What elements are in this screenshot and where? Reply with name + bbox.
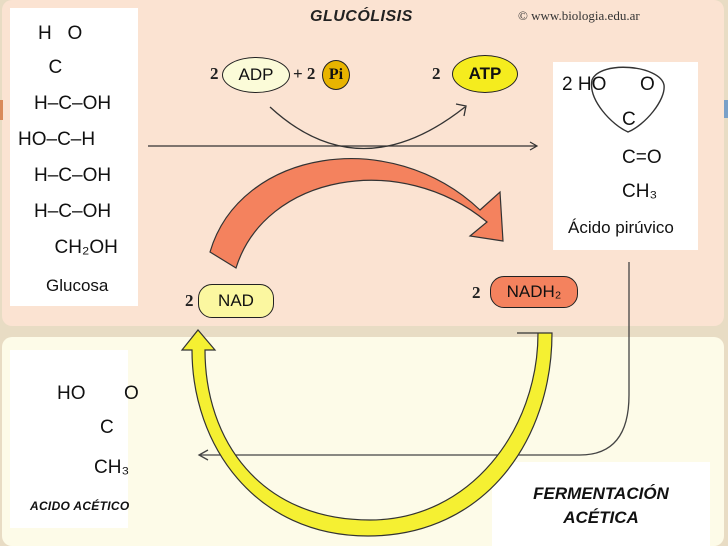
glucose-row-7: CH₂OH [44, 237, 118, 258]
atp-curve-arrow [269, 106, 466, 150]
pyruvic-c: C [622, 109, 636, 130]
glucose-row-1: H O [38, 23, 83, 44]
copyright: © www.biologia.edu.ar [518, 8, 640, 23]
atp-coefficient: 2 [432, 64, 441, 83]
side-tab-left [0, 100, 3, 120]
pyruvic-acid-box [553, 62, 698, 250]
glucose-row-6: H–C–OH [34, 201, 112, 222]
pyruvate-to-acetate-arrowhead [197, 449, 209, 461]
main-reaction-arrowhead [529, 141, 539, 151]
glucose-row-5: H–C–OH [34, 165, 112, 186]
side-tab-right [724, 100, 728, 118]
pyruvate-to-acetate-line [200, 262, 630, 456]
diagram-title: GLUCÓLISIS [310, 8, 413, 25]
acetic-ch3: CH₃ [94, 457, 130, 478]
nadh-pill: NADH₂ [490, 276, 578, 308]
pyruvic-co: C=O [622, 147, 662, 168]
atp-pill: ATP [452, 55, 518, 93]
pyruvic-label: Ácido pirúvico [568, 218, 674, 237]
nad-coefficient: 2 [185, 291, 194, 310]
yellow-oxidation-arrow [180, 329, 553, 537]
pyruvic-ho: 2 HO [562, 74, 607, 95]
fermentation-line-2: ACÉTICA [563, 508, 639, 527]
pyruvic-o: O [640, 74, 655, 95]
adp-coefficient: 2 [210, 64, 219, 83]
acetic-c: C [100, 417, 114, 438]
nad-pill: NAD [198, 284, 274, 318]
fermentation-title: FERMENTACIÓN ACÉTICA [492, 482, 710, 530]
nadh-coefficient: 2 [472, 283, 481, 302]
acetic-o: O [124, 383, 139, 404]
fermentation-label-box [492, 462, 710, 546]
orange-reduction-arrow [209, 158, 504, 269]
glucose-row-2: C [38, 57, 63, 78]
carboxyl-highlight-loop [590, 66, 665, 133]
adp-pill: ADP [222, 57, 290, 93]
pyruvic-ch3: CH₃ [622, 181, 658, 202]
acetic-acid-box [10, 350, 128, 528]
pi-pill: Pi [322, 60, 350, 90]
atp-curve-arrowhead [455, 103, 467, 117]
glucose-row-3: H–C–OH [34, 93, 112, 114]
glucose-label: Glucosa [46, 276, 109, 295]
pi-coefficient: + 2 [293, 64, 316, 83]
acetic-ho: HO [57, 383, 86, 404]
acetic-label: ACIDO ACÉTICO [30, 499, 130, 513]
glucose-box [10, 8, 138, 306]
glucose-row-4: HO–C–H [18, 129, 96, 150]
fermentation-line-1: FERMENTACIÓN [533, 484, 669, 503]
